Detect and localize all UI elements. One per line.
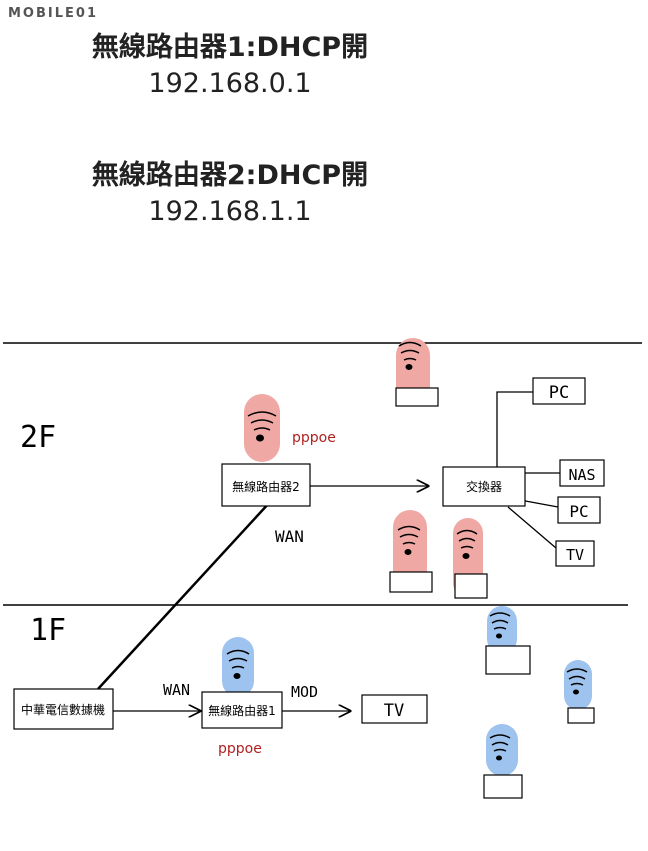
floor-label-2f: 2F: [20, 420, 56, 455]
router1-header: 無線路由器1:DHCP開 192.168.0.1: [0, 30, 460, 102]
tv-2f-box: TV: [555, 540, 595, 567]
router2-box: 無線路由器2: [221, 463, 311, 507]
wifi-router2: [244, 394, 280, 462]
floor-label-1f: 1F: [30, 613, 66, 648]
wifi-router1: [222, 637, 254, 697]
link-switch-pc-top: [496, 391, 533, 467]
router2-title: 無線路由器2:DHCP開: [91, 160, 369, 191]
mobile01-logo: MOBILE01: [8, 6, 98, 21]
router2-header: 無線路由器2:DHCP開 192.168.1.1: [0, 158, 460, 230]
wifi-icon: [226, 649, 250, 679]
wifi-1f-top: [485, 606, 531, 675]
wifi-icon: [489, 734, 511, 761]
pc-mid-box: PC: [557, 496, 601, 524]
wifi-icon: [398, 341, 422, 370]
tv-2f-label: TV: [566, 546, 584, 564]
nas-label: NAS: [568, 466, 595, 484]
wifi-2f-top: [395, 338, 439, 407]
link-switch-tv: [507, 506, 557, 549]
switch-box: 交換器: [442, 466, 526, 507]
wan-label-1f: WAN: [163, 681, 190, 699]
router1-ip: 192.168.0.1: [148, 68, 312, 99]
wan-label-2f: WAN: [275, 527, 304, 546]
pppoe-label-2f: pppoe: [292, 430, 336, 446]
wifi-2f-right: [453, 518, 488, 599]
wifi-1f-bottom: [483, 724, 523, 799]
pc-top-box: PC: [532, 377, 586, 405]
modem-box: 中華電信數據機: [13, 688, 114, 730]
tv-1f-box: TV: [361, 694, 428, 724]
router1-title: 無線路由器1:DHCP開: [91, 32, 369, 63]
link-modem-router2: [97, 501, 271, 690]
router1-box: 無線路由器1: [201, 691, 283, 729]
wifi-icon: [397, 525, 421, 555]
nas-box: NAS: [559, 459, 605, 487]
wifi-2f-left: [389, 510, 433, 593]
wifi-icon: [456, 529, 478, 559]
wifi-icon: [247, 411, 277, 442]
link-switch-pc-mid: [519, 499, 559, 508]
pc-top-label: PC: [549, 383, 569, 403]
pppoe-label-1f: pppoe: [218, 741, 262, 757]
router2-ip: 192.168.1.1: [148, 196, 312, 227]
wifi-1f-right: [564, 660, 595, 724]
tv-1f-label: TV: [384, 701, 404, 721]
router2-label: 無線路由器2: [232, 479, 300, 494]
wifi-icon: [566, 668, 588, 695]
wifi-icon: [489, 612, 511, 639]
modem-label: 中華電信數據機: [21, 702, 105, 717]
pc-mid-label: PC: [569, 502, 588, 521]
switch-label: 交換器: [466, 479, 502, 494]
router1-label: 無線路由器1: [208, 703, 276, 718]
mod-label: MOD: [291, 683, 318, 701]
